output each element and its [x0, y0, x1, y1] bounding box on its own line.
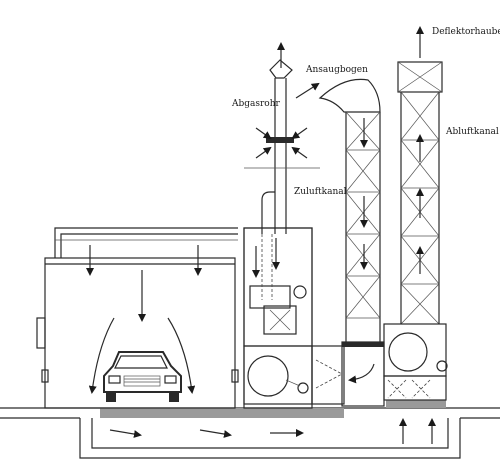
label-ansaugbogen: Ansaugbogen — [305, 65, 368, 75]
supply-duct-tower — [318, 78, 385, 407]
label-abgasrohr: Abgasrohr — [231, 99, 281, 109]
label-zuluftkanal: Zuluftkanal — [294, 187, 347, 197]
duct-arrows — [109, 418, 436, 444]
exhaust-pipe — [244, 42, 320, 234]
car — [103, 351, 182, 402]
labels: Deflektorhaube Ansaugbogen Abgasrohr Abl… — [231, 27, 500, 197]
booth-air-arrows — [86, 245, 202, 394]
supply-air-unit — [243, 227, 345, 409]
floor-grating — [100, 400, 446, 418]
label-abluftkanal: Abluftkanal — [445, 127, 499, 137]
spray-booth — [36, 227, 239, 409]
exhaust-duct-tower — [383, 26, 448, 401]
label-deflektorhaube: Deflektorhaube — [432, 27, 500, 37]
